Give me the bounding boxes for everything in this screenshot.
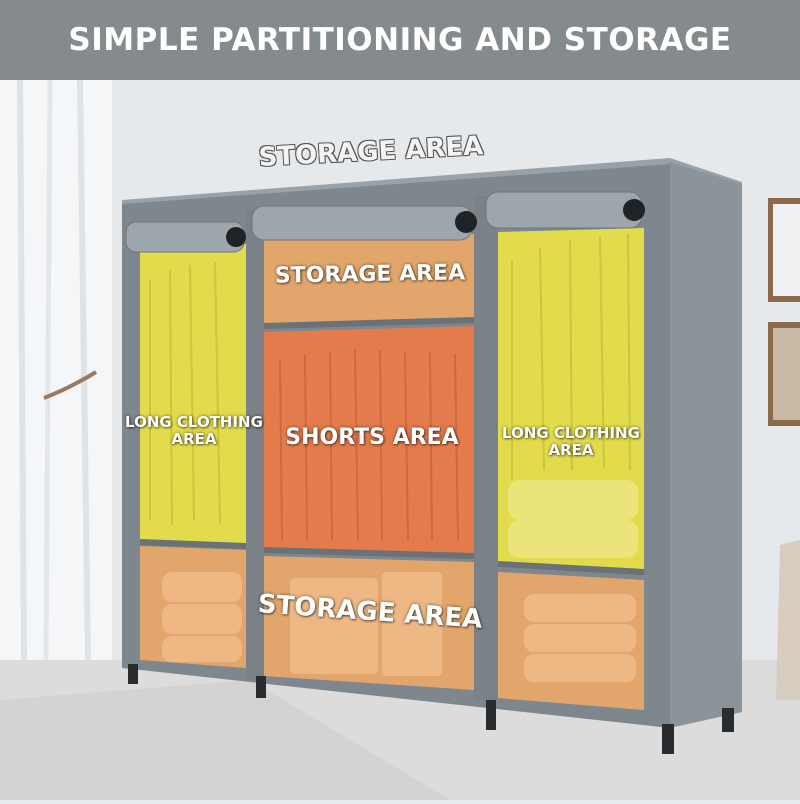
banner-title: SIMPLE PARTITIONING AND STORAGE (68, 22, 732, 58)
title-banner: SIMPLE PARTITIONING AND STORAGE (0, 0, 800, 80)
long-right-line2: AREA (548, 441, 594, 460)
long-clothing-right-label: LONG CLOTHING AREA (496, 424, 646, 460)
shorts-area-label: SHORTS AREA (285, 425, 459, 450)
long-right-line1: LONG CLOTHING (502, 424, 640, 442)
middle-storage-label: STORAGE AREA (274, 260, 466, 289)
long-clothing-left-label: LONG CLOTHING AREA (122, 413, 266, 449)
curtain (0, 79, 112, 661)
long-left-line2: AREA (171, 430, 217, 449)
rug (0, 680, 450, 800)
chair (776, 540, 800, 700)
long-left-line1: LONG CLOTHING (125, 413, 263, 431)
wardrobe (122, 158, 742, 754)
